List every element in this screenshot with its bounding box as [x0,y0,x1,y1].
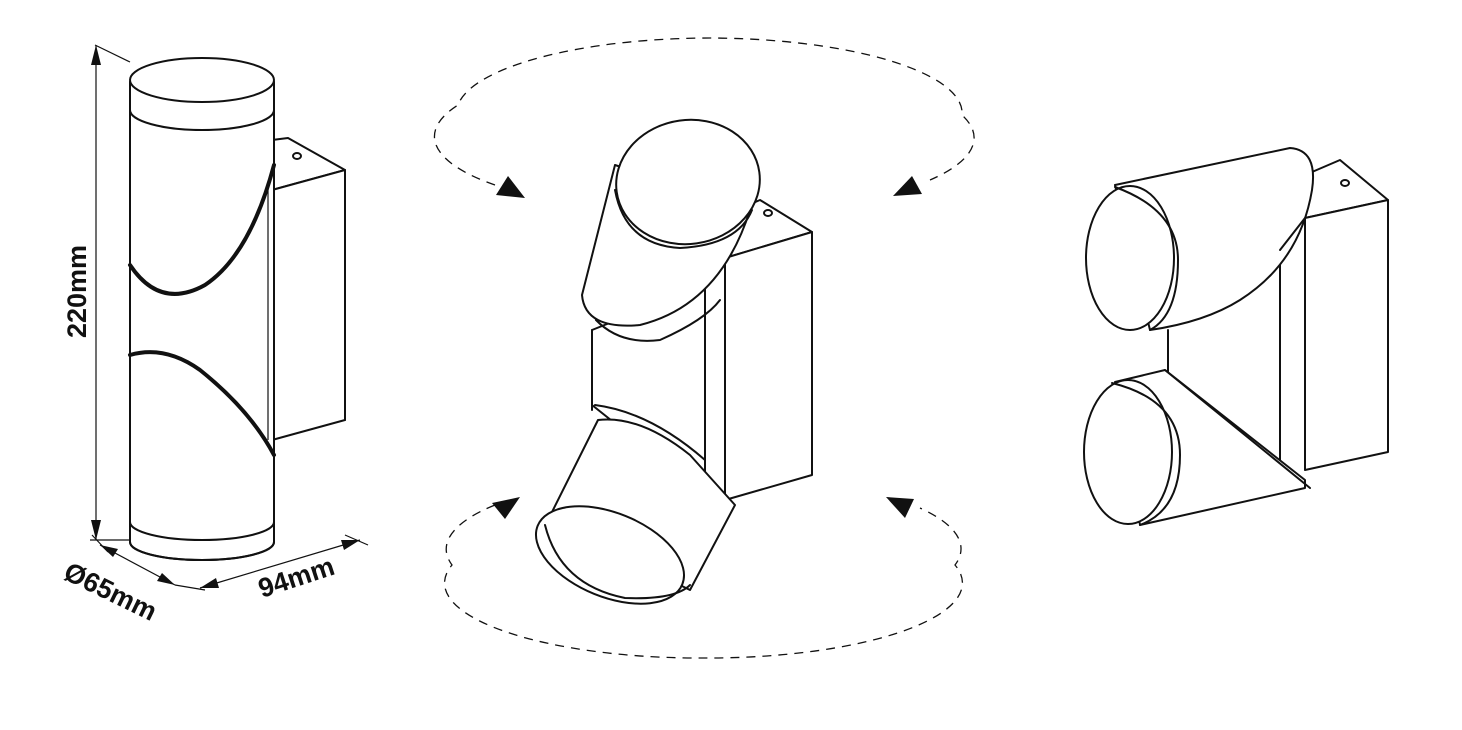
lower-head [534,404,736,605]
rotating-view [433,37,975,659]
diameter-label: Ø65mm [59,556,161,626]
mounting-box-side [1279,159,1389,471]
height-dimension: 220mm [62,44,131,541]
bottom-rotation-arrow [443,497,964,659]
upper-head [581,118,761,342]
top-rotation-arrow [433,37,975,198]
cylinder-body [128,57,276,561]
front-view: 220mm Ø65mm 94mm [59,44,369,627]
side-view [1083,147,1389,526]
height-label: 220mm [62,245,92,338]
mounting-box [271,137,346,441]
lower-cylinder [1083,369,1311,526]
upper-cylinder [1085,147,1314,331]
